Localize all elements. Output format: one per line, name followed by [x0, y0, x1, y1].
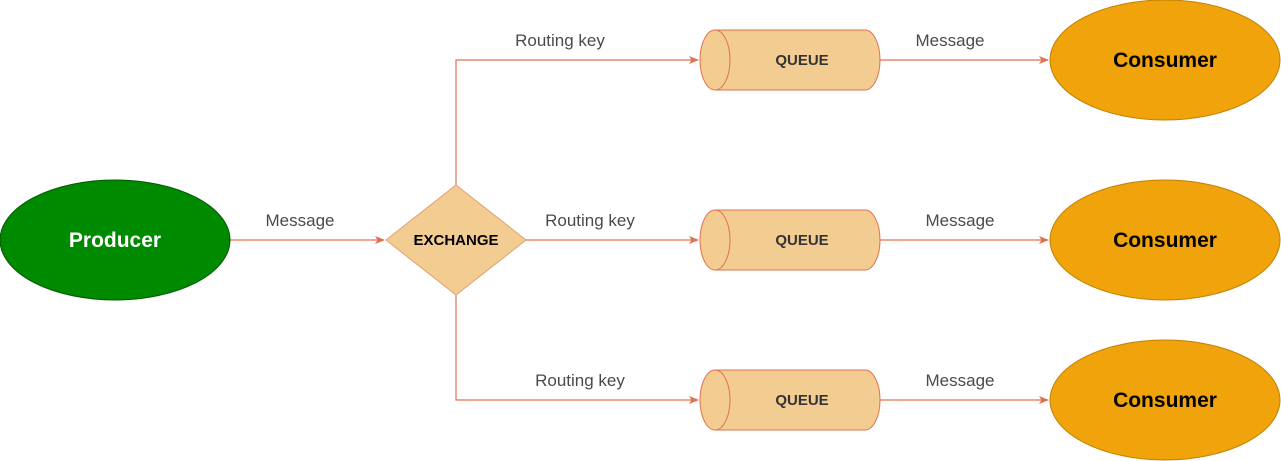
edge-label-consumer-message-3: Message — [926, 371, 995, 390]
consumer-node-2: Consumer — [1049, 179, 1281, 301]
consumer-node-1: Consumer — [1049, 0, 1281, 121]
producer-node: Producer — [0, 179, 231, 301]
edge-label-consumer-message-2: Message — [926, 211, 995, 230]
queue-node-2: QUEUE — [699, 209, 881, 271]
queue-cylinder — [699, 369, 881, 431]
exchange-node: EXCHANGE — [385, 184, 527, 296]
queue-label: QUEUE — [775, 52, 828, 69]
edge-exchange-to-queue-1 — [455, 56, 699, 185]
queue-cylinder-end — [714, 369, 731, 431]
queue-label: QUEUE — [775, 232, 828, 249]
queue-cylinder — [699, 209, 881, 271]
consumer-node-3: Consumer — [1049, 339, 1281, 461]
consumer-ellipse — [1049, 179, 1281, 301]
queue-node-1: QUEUE — [699, 29, 881, 91]
producer-label: Producer — [69, 229, 161, 252]
edge-label-routing-key-1: Routing key — [515, 31, 605, 50]
edge-label-routing-key-3: Routing key — [535, 371, 625, 390]
queue-cylinder — [699, 29, 881, 91]
exchange-diamond — [385, 184, 527, 296]
edge-label-producer-message: Message — [266, 211, 335, 230]
queue-label: QUEUE — [775, 392, 828, 409]
consumer-label: Consumer — [1113, 389, 1217, 412]
edge-label-consumer-message-1: Message — [916, 31, 985, 50]
queue-cylinder-end — [714, 29, 731, 91]
edge-exchange-to-queue-3 — [455, 295, 699, 404]
exchange-label: EXCHANGE — [413, 232, 498, 249]
producer-ellipse — [0, 179, 231, 301]
queue-node-3: QUEUE — [699, 369, 881, 431]
consumer-label: Consumer — [1113, 229, 1217, 252]
edge-label-routing-key-2: Routing key — [545, 211, 635, 230]
consumer-ellipse — [1049, 0, 1281, 121]
consumer-ellipse — [1049, 339, 1281, 461]
queue-cylinder-end — [714, 209, 731, 271]
consumer-label: Consumer — [1113, 49, 1217, 72]
